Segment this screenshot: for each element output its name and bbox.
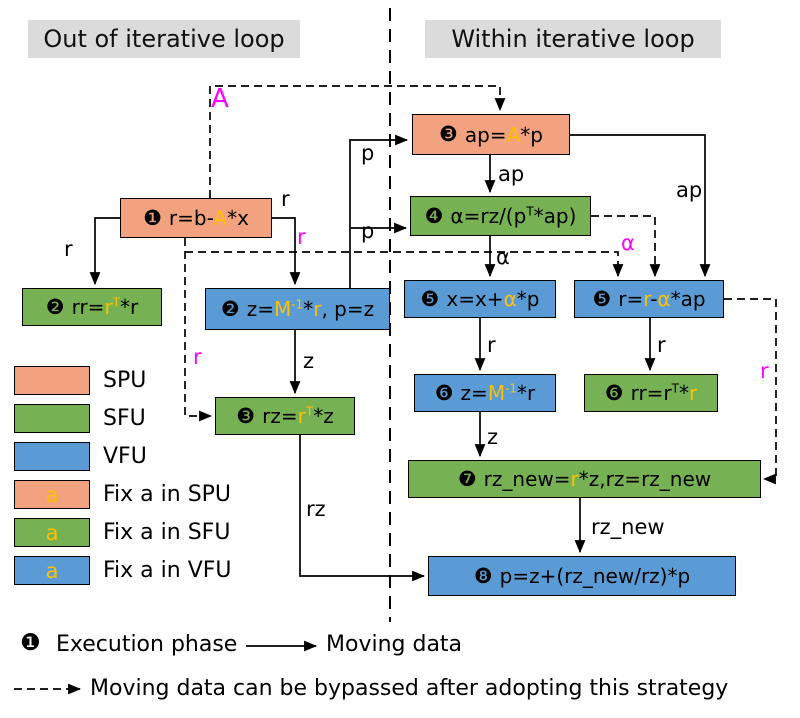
legend-bypass-label: Moving data can be bypassed after adopti… (90, 676, 729, 701)
edge-label-ap: ap (676, 178, 703, 202)
header-within-loop: Within iterative loop (425, 20, 721, 58)
bypass-r-to-r-update (185, 251, 624, 278)
phase-number: ❷ (220, 296, 240, 321)
node-7-rz-new: ❼ rz_new=r*z,rz=rz_new (408, 460, 761, 498)
node-formula: rz=rT*z (262, 404, 334, 428)
legend-row-spu: SPU (14, 366, 146, 395)
node-6-z: ❻ z=M-1*r (414, 374, 556, 412)
fix-spu-swatch: a (14, 480, 90, 509)
edge-label-p: p (361, 219, 375, 243)
edge-r-to-z (272, 217, 301, 286)
phase-number: ❸ (439, 122, 458, 146)
legend-row-fix-sfu: a Fix a in SFU (14, 518, 230, 547)
edge-label-r: r (487, 333, 496, 357)
edge-label-r: r (657, 333, 666, 357)
bypass-alpha-to-r-update (591, 215, 661, 278)
edge-label-r: r (281, 187, 290, 211)
node-5-x-update: ❺ x=x+α*p (404, 280, 556, 318)
legend-label: SPU (103, 368, 147, 393)
edge-label-ap: ap (498, 162, 525, 186)
legend-label: SFU (103, 406, 146, 431)
node-formula: α=rz/(pT*ap) (450, 204, 577, 228)
node-formula: rz_new=r*z,rz=rz_new (483, 467, 712, 491)
edge-label-z: z (487, 425, 499, 449)
legend-label: VFU (103, 444, 147, 469)
legend-row-fix-spu: a Fix a in SPU (14, 480, 231, 509)
node-4-alpha: ❹ α=rz/(pT*ap) (410, 196, 591, 236)
node-formula: ap=A*p (464, 122, 543, 147)
fix-sfu-swatch: a (14, 518, 90, 547)
phase-number: ❹ (424, 203, 444, 228)
edge-label-r: r (64, 237, 73, 261)
legend-moving-data-label: Moving data (326, 632, 463, 657)
edge-label-A: A (211, 84, 229, 114)
fix-vfu-swatch: a (14, 556, 90, 585)
node-2-z-p: ❷ z=M-1*r, p=z (205, 288, 390, 330)
phase-number: ❻ (604, 380, 624, 405)
phase-number: ❽ (473, 563, 493, 588)
bypass-A-to-ap (209, 85, 506, 198)
node-formula: z=M-1*r (460, 381, 536, 405)
sfu-swatch (14, 404, 90, 433)
legend-phase-number: ❶ (20, 630, 41, 656)
edge-r-to-rr (89, 217, 120, 286)
phase-number: ❸ (236, 403, 256, 428)
edge-label-rz-new: rz_new (591, 515, 665, 539)
edge-label-r-bypass: r (760, 359, 769, 383)
node-formula: z=M-1*r, p=z (246, 297, 375, 321)
node-2-rr: ❷ rr=rT*r (22, 288, 162, 326)
legend-row-fix-vfu: a Fix a in VFU (14, 556, 232, 585)
node-formula: r=r-α*ap (618, 287, 706, 311)
node-6-rr: ❻ rr=rT*r (584, 374, 718, 412)
legend-phase-label: Execution phase (56, 632, 238, 657)
fix-letter: a (45, 558, 59, 583)
phase-number: ❷ (45, 294, 65, 319)
node-8-p-update: ❽ p=z+(rz_new/rz)*p (428, 556, 736, 596)
edge-label-r-bypass: r (297, 225, 306, 249)
node-3-rz: ❸ rz=rT*z (215, 397, 355, 435)
node-3-ap: ❸ ap=A*p (412, 114, 570, 155)
edge-label-r-bypass: r (193, 345, 202, 369)
spu-swatch (14, 366, 90, 395)
edge-rz-to-p (299, 435, 426, 582)
edge-label-z: z (303, 349, 315, 373)
legend-row-vfu: VFU (14, 442, 147, 471)
edge-label-alpha: α (496, 245, 510, 269)
legend-label: Fix a in VFU (103, 558, 232, 583)
vfu-swatch (14, 442, 90, 471)
node-formula: rr=rT*r (71, 295, 139, 319)
bypass-r-to-rz (184, 238, 213, 422)
bypass-r-to-rznew (724, 298, 777, 485)
edge-ap-to-r-update (570, 134, 711, 278)
phase-number: ❻ (434, 380, 454, 405)
legend-row-sfu: SFU (14, 404, 146, 433)
edge-label-p: p (361, 141, 375, 165)
node-5-r-update: ❺ r=r-α*ap (574, 280, 724, 318)
legend-label: Fix a in SPU (103, 482, 232, 507)
fix-letter: a (45, 482, 59, 507)
node-formula: r=b-A*x (168, 206, 249, 230)
node-1-residual-init: ❶ r=b-A*x (120, 198, 272, 238)
node-formula: x=x+α*p (446, 287, 540, 311)
phase-number: ❺ (420, 286, 440, 311)
node-formula: rr=rT*r (630, 381, 698, 405)
header-out-of-loop: Out of iterative loop (28, 20, 300, 58)
legend-label: Fix a in SFU (103, 520, 231, 545)
phase-number: ❶ (143, 205, 162, 230)
node-formula: p=z+(rz_new/rz)*p (499, 564, 691, 588)
edge-label-alpha-bypass: α (621, 231, 635, 255)
phase-number: ❼ (457, 466, 477, 491)
edge-label-rz: rz (306, 497, 326, 521)
phase-number: ❺ (592, 286, 612, 311)
fix-letter: a (45, 520, 59, 545)
edge-p-to-ap (349, 134, 409, 288)
